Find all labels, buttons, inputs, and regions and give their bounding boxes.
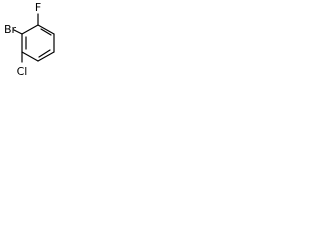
ring-bond-4 bbox=[21, 51, 39, 62]
fluorine-label: F bbox=[35, 1, 41, 14]
ring-bond-3 bbox=[37, 51, 55, 62]
ring-double-bond-inner-2 bbox=[38, 49, 51, 58]
bond-to-bromine bbox=[13, 29, 23, 35]
chlorine-label: Cl bbox=[17, 65, 28, 78]
ring-double-bond-inner-1 bbox=[40, 28, 52, 36]
bromine-label: Br bbox=[4, 23, 17, 36]
benzene-ring bbox=[21, 24, 55, 62]
ring-bond-6 bbox=[21, 24, 39, 35]
chemical-structure-diagram: F Br Cl bbox=[4, 1, 55, 78]
ring-bond-1 bbox=[37, 24, 55, 35]
